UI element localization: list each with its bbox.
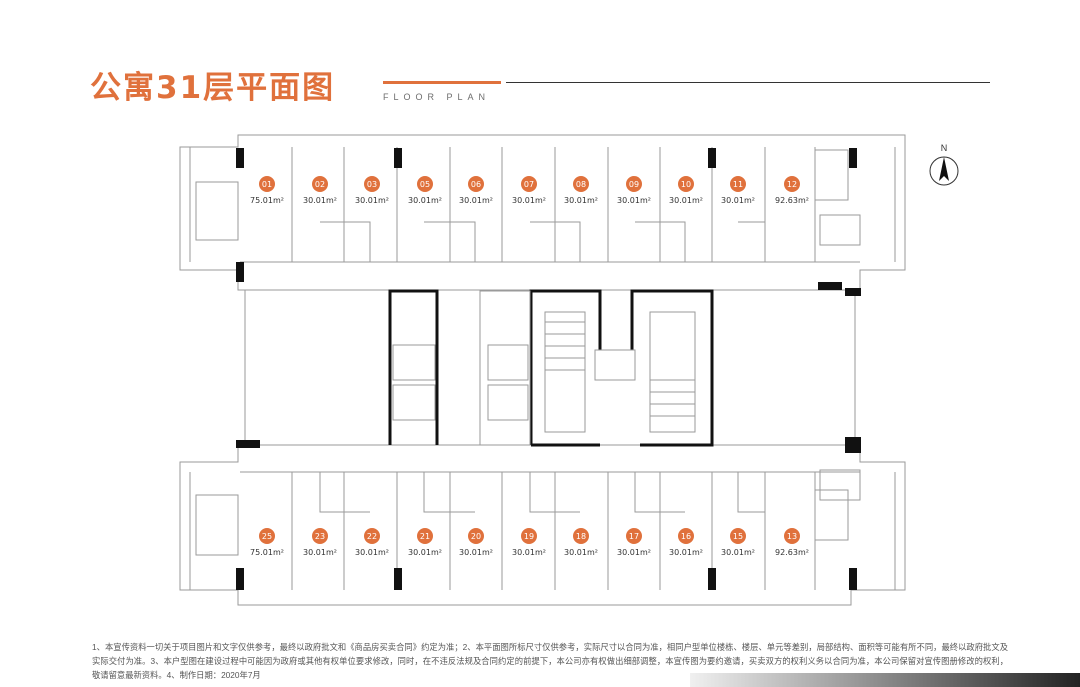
bottom-unit-badge: [468, 528, 484, 544]
top-unit-number: 03: [367, 180, 377, 189]
top-unit-badge: [259, 176, 275, 192]
bottom-unit-badge: [364, 528, 380, 544]
bottom-unit-number: 21: [420, 532, 430, 541]
top-unit-badge: [417, 176, 433, 192]
top-unit-badge: [626, 176, 642, 192]
bottom-unit-number: 22: [367, 532, 377, 541]
top-unit-badge: [678, 176, 694, 192]
top-unit-badge: [730, 176, 746, 192]
bottom-unit-badge: [521, 528, 537, 544]
top-unit-area: 30.01m²: [564, 196, 598, 205]
top-unit-area: 30.01m²: [303, 196, 337, 205]
footer-gradient-bar: [690, 673, 1080, 687]
bottom-unit-number: 17: [629, 532, 639, 541]
bottom-unit-area: 92.63m²: [775, 548, 809, 557]
bottom-unit-number: 25: [262, 532, 272, 541]
top-unit-area: 30.01m²: [512, 196, 546, 205]
bottom-unit-badge: [678, 528, 694, 544]
top-unit-area: 30.01m²: [355, 196, 389, 205]
bottom-unit-area: 30.01m²: [355, 548, 389, 557]
bottom-unit-area: 30.01m²: [459, 548, 493, 557]
top-unit-badge: [364, 176, 380, 192]
disclaimer-text: 1、本宣传资料一切关于项目图片和文字仅供参考，最终以政府批文和《商品房买卖合同》…: [92, 642, 1008, 680]
top-unit-number: 01: [262, 180, 272, 189]
bottom-unit-area: 30.01m²: [617, 548, 651, 557]
top-unit-area: 30.01m²: [669, 196, 703, 205]
bottom-unit-number: 18: [576, 532, 586, 541]
top-unit-number: 11: [733, 180, 743, 189]
bottom-unit-area: 30.01m²: [512, 548, 546, 557]
page-title: 公寓31层平面图: [90, 70, 336, 106]
bottom-unit-area: 30.01m²: [669, 548, 703, 557]
bottom-unit-area: 30.01m²: [303, 548, 337, 557]
top-unit-number: 05: [420, 180, 430, 189]
title-accent-line: [383, 81, 501, 84]
bottom-unit-area: 30.01m²: [721, 548, 755, 557]
top-unit-area: 75.01m²: [250, 196, 284, 205]
compass-icon: [929, 156, 959, 186]
north-compass: N: [928, 143, 960, 189]
compass-label: N: [940, 143, 948, 153]
top-unit-badge: [521, 176, 537, 192]
top-unit-badge: [573, 176, 589, 192]
top-unit-number: 02: [315, 180, 325, 189]
bottom-unit-labels: 25 75.01m² 23 30.01m² 22 30.01m² 21 30.01m² 20 30…: [250, 528, 809, 557]
top-unit-number: 09: [629, 180, 639, 189]
top-unit-area: 30.01m²: [617, 196, 651, 205]
top-unit-area: 30.01m²: [459, 196, 493, 205]
bottom-unit-number: 23: [315, 532, 325, 541]
top-unit-badge: [784, 176, 800, 192]
top-unit-area: 30.01m²: [408, 196, 442, 205]
top-unit-number: 12: [787, 180, 797, 189]
top-unit-area: 92.63m²: [775, 196, 809, 205]
top-unit-number: 10: [681, 180, 691, 189]
bottom-unit-badge: [626, 528, 642, 544]
bottom-unit-number: 19: [524, 532, 534, 541]
bottom-unit-badge: [259, 528, 275, 544]
top-unit-badge: [468, 176, 484, 192]
bottom-unit-number: 20: [471, 532, 481, 541]
page-subtitle: FLOOR PLAN: [383, 92, 491, 102]
bottom-unit-number: 16: [681, 532, 691, 541]
bottom-unit-badge: [312, 528, 328, 544]
bottom-unit-badge: [784, 528, 800, 544]
top-unit-badge: [312, 176, 328, 192]
top-unit-number: 08: [576, 180, 586, 189]
bottom-unit-badge: [730, 528, 746, 544]
title-divider-line: [506, 82, 990, 83]
bottom-unit-area: 30.01m²: [408, 548, 442, 557]
bottom-unit-area: 75.01m²: [250, 548, 284, 557]
bottom-unit-area: 30.01m²: [564, 548, 598, 557]
bottom-unit-badge: [417, 528, 433, 544]
bottom-unit-number: 15: [733, 532, 743, 541]
top-unit-area: 30.01m²: [721, 196, 755, 205]
bottom-unit-badge: [573, 528, 589, 544]
top-unit-number: 06: [471, 180, 481, 189]
top-unit-labels: 01 75.01m² 02 30.01m² 03 30.01m² 05 30.01m² 06 30…: [250, 176, 809, 205]
top-unit-number: 07: [524, 180, 534, 189]
bottom-unit-number: 13: [787, 532, 797, 541]
